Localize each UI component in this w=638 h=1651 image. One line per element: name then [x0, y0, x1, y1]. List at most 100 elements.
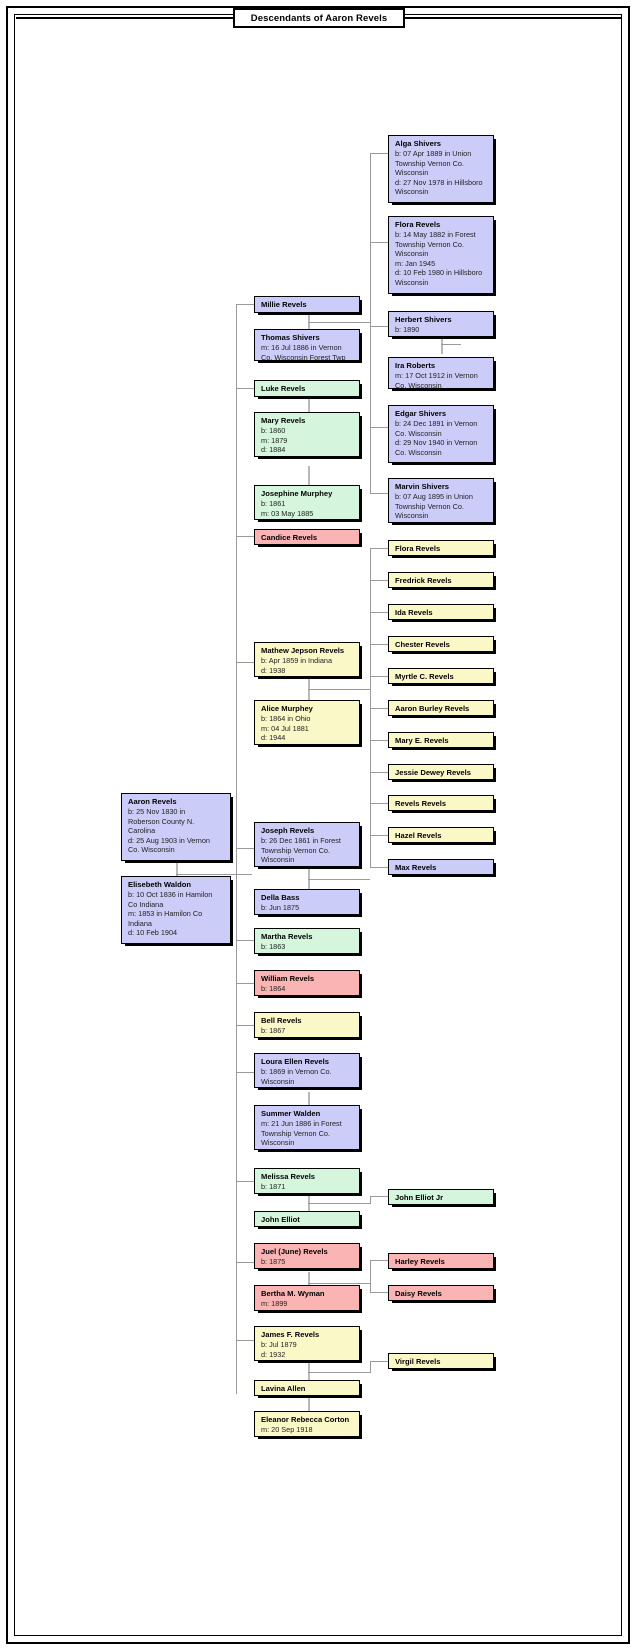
node-name: Martha Revels — [261, 932, 313, 941]
node-luke-revels[interactable]: Luke Revels — [254, 380, 362, 399]
node-detail: Township Vernon Co. — [395, 501, 464, 511]
node-name: Alga Shivers — [395, 139, 442, 148]
title-rule-right — [404, 17, 622, 19]
node-detail: b: Apr 1859 in Indiana — [261, 656, 332, 665]
node-chester-revels[interactable]: Chester Revels — [388, 636, 496, 654]
connector — [370, 835, 388, 836]
connector — [370, 1260, 371, 1292]
connector — [370, 1260, 388, 1261]
node-detail: b: 25 Nov 1830 in — [128, 807, 186, 816]
node-name: Revels Revels — [395, 799, 447, 808]
node-name: James F. Revels — [261, 1330, 320, 1339]
connector — [370, 242, 388, 243]
connector — [236, 1262, 254, 1263]
node-summer-walden[interactable]: Summer Walden m: 21 Jun 1886 in Forest T… — [254, 1105, 362, 1152]
node-william-revels[interactable]: William Revels b: 1864 — [254, 970, 362, 998]
connector — [370, 326, 388, 327]
node-name: Myrtle C. Revels — [395, 672, 454, 681]
node-name: Elisebeth Waldon — [128, 880, 192, 889]
node-herbert-shivers[interactable]: Herbert Shivers b: 1890 — [388, 311, 496, 339]
node-name: William Revels — [261, 974, 315, 983]
node-john-elliot[interactable]: John Elliot — [254, 1211, 362, 1229]
node-detail: b: 1869 in Vernon Co. — [261, 1067, 332, 1076]
node-revels-revels[interactable]: Revels Revels — [388, 795, 496, 813]
node-melissa-revels[interactable]: Melissa Revels b: 1871 — [254, 1168, 362, 1196]
node-josephine-murphey[interactable]: Josephine Murphey b: 1861 m: 03 May 1885 — [254, 485, 362, 522]
connector — [308, 1203, 370, 1204]
node-detail: Co Indiana — [128, 899, 164, 909]
connector — [370, 676, 388, 677]
node-detail: m: 03 May 1885 — [261, 508, 314, 518]
node-detail: Wisconsin — [261, 1138, 295, 1148]
node-name: Ida Revels — [395, 608, 433, 617]
node-name: Fredrick Revels — [395, 576, 452, 585]
node-name: Alice Murphey — [261, 704, 313, 713]
node-daisy-revels[interactable]: Daisy Revels — [388, 1285, 496, 1303]
node-detail: m: 04 Jul 1881 — [261, 723, 309, 733]
connector — [370, 708, 388, 709]
connector — [236, 662, 254, 663]
node-harley-revels[interactable]: Harley Revels — [388, 1253, 496, 1271]
node-virgil-revels[interactable]: Virgil Revels — [388, 1353, 496, 1371]
node-detail: d: 1932 — [261, 1349, 286, 1359]
node-mary-e-revels[interactable]: Mary E. Revels — [388, 732, 496, 750]
node-name: Ira Roberts — [395, 361, 436, 370]
node-millie-revels[interactable]: Millie Revels — [254, 296, 362, 315]
node-name: Harley Revels — [395, 1257, 445, 1266]
connector — [176, 874, 252, 875]
node-bertha-m-wyman[interactable]: Bertha M. Wyman m: 1899 — [254, 1285, 362, 1313]
node-juel-june-revels[interactable]: Juel (June) Revels b: 1875 — [254, 1243, 362, 1271]
node-name: Millie Revels — [261, 300, 307, 309]
node-detail: d: 1884 — [261, 445, 286, 455]
connector — [308, 879, 370, 880]
node-detail: b: 10 Oct 1836 in Hamilon — [128, 890, 213, 899]
node-john-elliot-jr[interactable]: John Elliot Jr — [388, 1189, 496, 1207]
node-james-f-revels[interactable]: James F. Revels b: Jul 1879 d: 1932 — [254, 1326, 362, 1363]
node-flora-revels-2[interactable]: Flora Revels — [388, 540, 496, 558]
node-elisebeth-waldon[interactable]: Elisebeth Waldon b: 10 Oct 1836 in Hamil… — [121, 876, 233, 946]
node-aaron-revels[interactable]: Aaron Revels b: 25 Nov 1830 in Roberson … — [121, 793, 233, 863]
node-marvin-shivers[interactable]: Marvin Shivers b: 07 Aug 1895 in Union T… — [388, 478, 496, 525]
node-name: Eleanor Rebecca Corton — [261, 1415, 350, 1424]
node-edgar-shivers[interactable]: Edgar Shivers b: 24 Dec 1891 in Vernon C… — [388, 405, 496, 465]
node-detail: Wisconsin — [395, 168, 429, 178]
connector — [370, 493, 388, 494]
connector — [370, 427, 388, 428]
connector — [308, 1372, 370, 1373]
node-myrtle-c-revels[interactable]: Myrtle C. Revels — [388, 668, 496, 686]
node-candice-revels[interactable]: Candice Revels — [254, 529, 362, 547]
node-alga-shivers[interactable]: Alga Shivers b: 07 Apr 1889 in Union Tow… — [388, 135, 496, 205]
node-della-bass[interactable]: Della Bass b: Jun 1875 — [254, 889, 362, 917]
node-loura-ellen-revels[interactable]: Loura Ellen Revels b: 1869 in Vernon Co.… — [254, 1053, 362, 1090]
connector — [308, 466, 310, 486]
node-joseph-revels[interactable]: Joseph Revels b: 26 Dec 1861 in Forest T… — [254, 822, 362, 869]
node-detail: b: Jun 1875 — [261, 903, 300, 912]
connector — [236, 304, 254, 305]
node-name: Bell Revels — [261, 1016, 302, 1025]
node-hazel-revels[interactable]: Hazel Revels — [388, 827, 496, 845]
node-alice-murphey[interactable]: Alice Murphey b: 1864 in Ohio m: 04 Jul … — [254, 700, 362, 747]
node-eleanor-rebecca-corton[interactable]: Eleanor Rebecca Corton m: 20 Sep 1918 — [254, 1411, 362, 1439]
node-lavina-allen[interactable]: Lavina Allen — [254, 1380, 362, 1398]
node-detail: m: 17 Oct 1912 in Vernon — [395, 371, 478, 380]
node-detail: b: 07 Aug 1895 in Union — [395, 492, 473, 501]
node-thomas-shivers[interactable]: Thomas Shivers m: 16 Jul 1886 in Vernon … — [254, 329, 362, 363]
node-ira-roberts[interactable]: Ira Roberts m: 17 Oct 1912 in Vernon Co.… — [388, 357, 496, 391]
node-bell-revels[interactable]: Bell Revels b: 1867 — [254, 1012, 362, 1040]
node-name: Lavina Allen — [261, 1384, 306, 1393]
node-name: John Elliot Jr — [395, 1193, 444, 1202]
node-fredrick-revels[interactable]: Fredrick Revels — [388, 572, 496, 590]
node-detail: d: 1938 — [261, 665, 286, 675]
node-aaron-burley-revels[interactable]: Aaron Burley Revels — [388, 700, 496, 718]
node-max-revels[interactable]: Max Revels — [388, 859, 496, 877]
node-mathew-jepson-revels[interactable]: Mathew Jepson Revels b: Apr 1859 in Indi… — [254, 642, 362, 679]
node-flora-revels-shivers[interactable]: Flora Revels b: 14 May 1882 in Forest To… — [388, 216, 496, 296]
node-detail: d: 1944 — [261, 733, 286, 743]
node-jessie-dewey-revels[interactable]: Jessie Dewey Revels — [388, 764, 496, 782]
node-detail: b: 1875 — [261, 1257, 286, 1266]
node-name: Edgar Shivers — [395, 409, 447, 418]
node-mary-revels[interactable]: Mary Revels b: 1860 m: 1879 d: 1884 — [254, 412, 362, 459]
node-ida-revels[interactable]: Ida Revels — [388, 604, 496, 622]
node-martha-revels[interactable]: Martha Revels b: 1863 — [254, 928, 362, 956]
connector — [370, 1196, 371, 1204]
